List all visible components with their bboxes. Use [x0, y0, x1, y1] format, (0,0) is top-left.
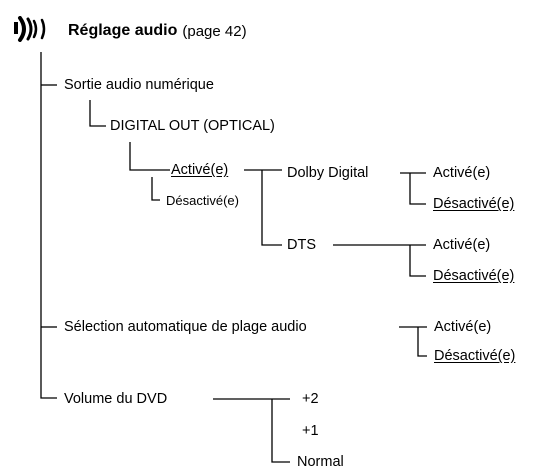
node-sortie-audio: Sortie audio numérique — [64, 77, 214, 93]
node-selection: Sélection automatique de plage audio — [64, 319, 307, 335]
node-vol-plus2: +2 — [302, 391, 319, 407]
node-dts: DTS — [287, 237, 316, 253]
branch-active-1 — [129, 142, 170, 171]
trunk-line — [40, 52, 57, 399]
node-dolby-desactive: Désactivé(e) — [433, 196, 515, 212]
node-sel-active: Activé(e) — [434, 319, 492, 335]
branch-vol-normal — [271, 431, 290, 463]
branch-dts — [261, 170, 282, 246]
header: Réglage audio (page 42) — [14, 15, 247, 47]
node-digital-out: DIGITAL OUT (OPTICAL) — [110, 118, 275, 134]
node-dolby-active: Activé(e) — [433, 165, 491, 181]
page-reference: (page 42) — [182, 22, 247, 40]
branch-sel-desactive — [417, 327, 427, 357]
speaker-icon — [14, 15, 66, 47]
branch-dolby-desactive — [409, 173, 426, 205]
node-dts-desactive: Désactivé(e) — [433, 268, 515, 284]
node-volume: Volume du DVD — [64, 391, 168, 407]
node-dts-active: Activé(e) — [433, 237, 491, 253]
branch-desactive-1 — [151, 177, 160, 201]
page-title: Réglage audio — [68, 22, 178, 39]
branch-dts-desactive — [409, 245, 426, 277]
node-vol-normal: Normal — [297, 454, 344, 470]
node-sel-desactive: Désactivé(e) — [434, 348, 516, 364]
node-dolby: Dolby Digital — [287, 165, 369, 181]
node-desactive-1: Désactivé(e) — [166, 193, 239, 208]
branch-digital-out — [89, 100, 106, 127]
node-active-1: Activé(e) — [171, 162, 229, 178]
node-vol-plus1: +1 — [302, 423, 319, 439]
